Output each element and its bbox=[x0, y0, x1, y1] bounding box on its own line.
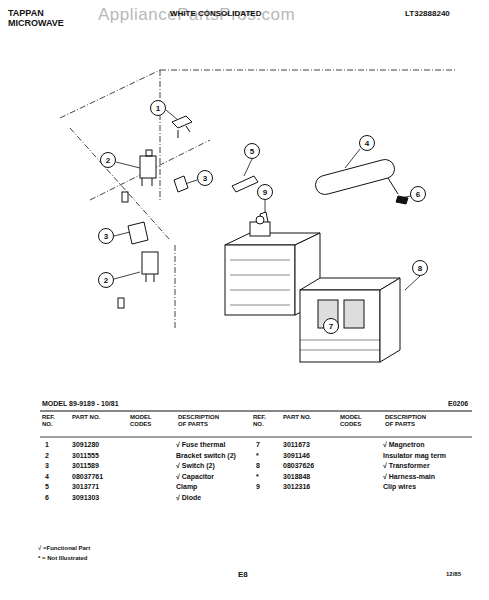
callout-number: 6 bbox=[416, 190, 420, 199]
table-cell: 2 bbox=[45, 452, 49, 460]
callout-circle: 3 bbox=[98, 228, 114, 244]
callout-number: 9 bbox=[263, 188, 267, 197]
callout-number: 5 bbox=[250, 147, 254, 156]
table-cell: 7 bbox=[256, 441, 260, 449]
label-text: MODEL CODES bbox=[340, 414, 374, 428]
table-cell: 3011589 bbox=[72, 462, 99, 470]
label-text: 12/85 bbox=[446, 571, 461, 578]
label-text: PART NO. bbox=[283, 414, 313, 421]
label-text: LT32888240 bbox=[405, 9, 450, 18]
table-cell: 6 bbox=[45, 494, 49, 502]
label-text: MODEL CODES bbox=[130, 414, 164, 428]
table-cell: √ Fuse thermal bbox=[176, 441, 225, 449]
table-cell: 3012316 bbox=[283, 483, 310, 491]
label-text: WHITE CONSOLIDATED bbox=[170, 9, 261, 18]
callout-number: 2 bbox=[106, 156, 110, 165]
table-cell: Bracket switch (2) bbox=[176, 452, 236, 460]
label-text: E8 bbox=[238, 570, 248, 579]
callout-circle: 1 bbox=[150, 100, 166, 116]
label-text: E0206 bbox=[448, 400, 468, 408]
table-cell: 9 bbox=[256, 483, 260, 491]
callout-circle: 8 bbox=[412, 260, 428, 276]
table-cell: 8 bbox=[256, 462, 260, 470]
table-cell: √ Transformer bbox=[383, 462, 430, 470]
label-text: * = Not Illustrated bbox=[38, 555, 88, 562]
table-cell: Clamp bbox=[176, 483, 197, 491]
label-text: TAPPAN bbox=[8, 8, 44, 18]
table-cell: 3011673 bbox=[283, 441, 310, 449]
table-cell: 3091280 bbox=[72, 441, 99, 449]
callout-number: 3 bbox=[203, 174, 207, 183]
callout-number: 7 bbox=[329, 322, 333, 331]
callout-circle: 2 bbox=[100, 152, 116, 168]
label-text: REF. NO. bbox=[253, 414, 275, 428]
callout-circle: 5 bbox=[244, 143, 260, 159]
label-text: REF. NO. bbox=[42, 414, 64, 428]
label-text: MODEL 89-9189 - 10/81 bbox=[42, 400, 119, 408]
table-cell: * bbox=[256, 473, 259, 481]
table-cell: √ Switch (2) bbox=[176, 462, 215, 470]
callout-number: 1 bbox=[156, 104, 160, 113]
label-text: MICROWAVE bbox=[8, 18, 64, 28]
callout-number: 8 bbox=[418, 264, 422, 273]
callout-number: 4 bbox=[365, 139, 369, 148]
table-cell: 3 bbox=[45, 462, 49, 470]
label-text: DESCRIPTION OF PARTS bbox=[385, 414, 435, 428]
callout-number: 3 bbox=[104, 232, 108, 241]
table-cell: 3091303 bbox=[72, 494, 99, 502]
table-cell: √ Diode bbox=[176, 494, 201, 502]
table-cell: 3018848 bbox=[283, 473, 310, 481]
label-text: √ =Functional Part bbox=[38, 545, 90, 552]
callout-circle: 2 bbox=[98, 272, 114, 288]
callout-circle: 3 bbox=[197, 170, 213, 186]
table-cell: √ Harness-main bbox=[383, 473, 435, 481]
callout-circle: 4 bbox=[359, 135, 375, 151]
table-cell: 3091146 bbox=[283, 452, 310, 460]
table-cell: * bbox=[256, 452, 259, 460]
table-cell: 08037761 bbox=[72, 473, 103, 481]
table-cell: 3011555 bbox=[72, 452, 99, 460]
callout-circle: 6 bbox=[410, 186, 426, 202]
table-cell: 08037626 bbox=[283, 462, 314, 470]
table-cell: Clip wires bbox=[383, 483, 416, 491]
table-cell: 5 bbox=[45, 483, 49, 491]
table-cell: √ Capacitor bbox=[176, 473, 214, 481]
label-text: DESCRIPTION OF PARTS bbox=[178, 414, 228, 428]
table-cell: √ Magnetron bbox=[383, 441, 425, 449]
table-cell: Insulator mag term bbox=[383, 452, 446, 460]
callout-circle: 9 bbox=[257, 184, 273, 200]
table-cell: 3013771 bbox=[72, 483, 99, 491]
table-cell: 1 bbox=[45, 441, 49, 449]
callout-circle: 7 bbox=[323, 318, 339, 334]
callout-number: 2 bbox=[104, 276, 108, 285]
table-cell: 4 bbox=[45, 473, 49, 481]
label-text: PART NO. bbox=[72, 414, 102, 421]
